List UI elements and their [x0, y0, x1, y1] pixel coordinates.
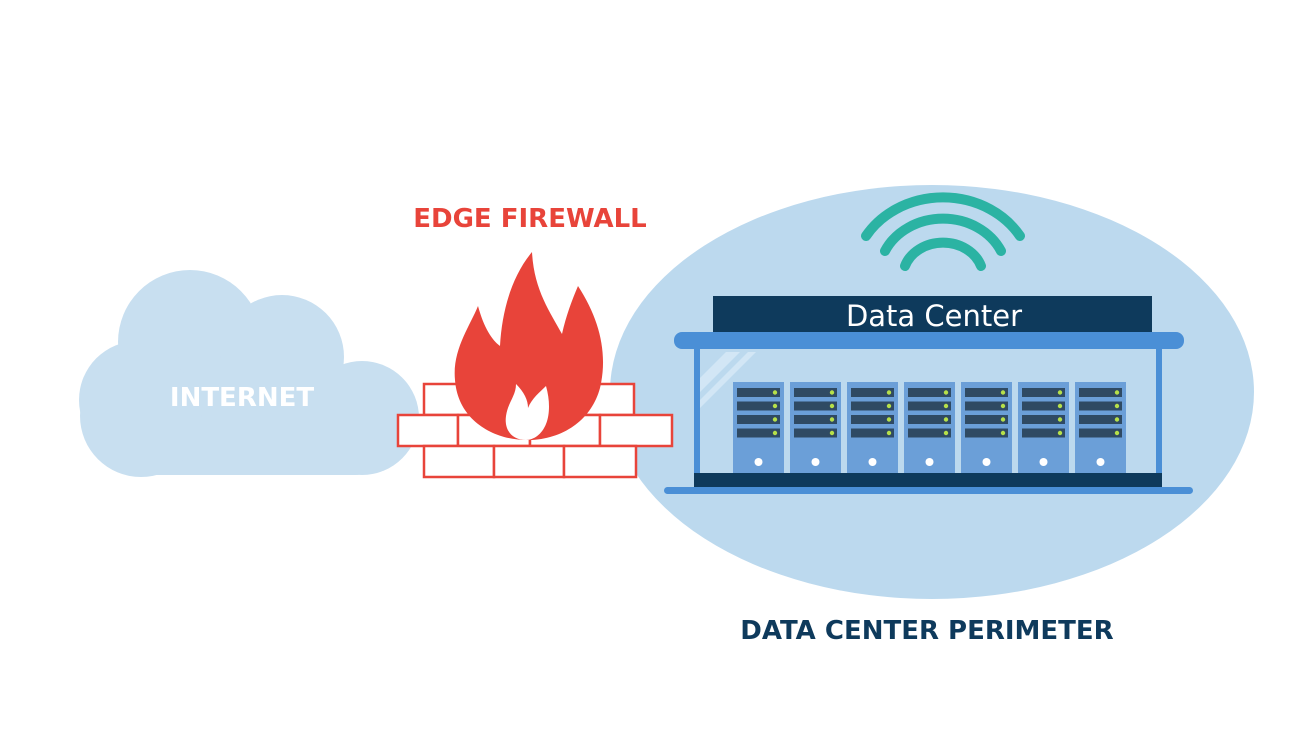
floor-line: [664, 487, 1193, 494]
server-power-dot: [868, 458, 877, 466]
server-slot: [965, 428, 1008, 438]
server-racks: [733, 382, 1126, 474]
server-slot: [908, 428, 951, 438]
server-led: [829, 390, 835, 395]
server-slot: [1079, 428, 1122, 438]
server-power-dot: [982, 458, 991, 466]
server-led: [886, 403, 892, 409]
server-slot: [1022, 388, 1065, 397]
server-slot: [965, 415, 1008, 424]
server-slot: [1022, 428, 1065, 438]
server-led: [886, 417, 892, 422]
roof: [674, 332, 1184, 349]
server-led: [1057, 403, 1063, 409]
left-column: [694, 348, 700, 488]
data-center-sign-text: Data Center: [846, 299, 1022, 333]
glass-reflection: [700, 352, 756, 408]
server-power-dot: [925, 458, 934, 466]
server-slot: [908, 388, 951, 397]
server-slot: [1079, 388, 1122, 397]
server-led: [1114, 403, 1120, 409]
server-power-dot: [754, 458, 763, 466]
server-led: [829, 417, 835, 422]
server-slot: [1079, 401, 1122, 411]
server-led: [886, 430, 892, 436]
perimeter-label: DATA CENTER PERIMETER: [740, 616, 1113, 646]
floor-base: [694, 473, 1162, 487]
server-led: [1114, 417, 1120, 422]
server-slot: [737, 415, 780, 424]
server-slot: [794, 388, 837, 397]
server-slot: [851, 415, 894, 424]
server-slot: [794, 401, 837, 411]
wifi-icon: [861, 192, 1025, 271]
server-slot: [851, 428, 894, 438]
fire-icon: [454, 252, 604, 440]
server-led: [772, 403, 778, 409]
server-led: [943, 403, 949, 409]
server-led: [943, 430, 949, 436]
server-slot: [1022, 401, 1065, 411]
server-led: [772, 390, 778, 395]
server-led: [772, 430, 778, 436]
server-slot: [965, 388, 1008, 397]
server-slot: [851, 401, 894, 411]
server-led: [1114, 430, 1120, 436]
server-led: [1000, 390, 1006, 395]
server-slot: [908, 415, 951, 424]
edge-firewall-label: EDGE FIREWALL: [413, 204, 646, 234]
server-led: [943, 390, 949, 395]
server-led: [1057, 417, 1063, 422]
server-slot: [794, 415, 837, 424]
server-led: [1057, 430, 1063, 436]
server-led: [943, 417, 949, 422]
server-led: [829, 430, 835, 436]
server-led: [886, 390, 892, 395]
server-slot: [1079, 415, 1122, 424]
server-power-dot: [1039, 458, 1048, 466]
server-power-dot: [811, 458, 820, 466]
server-slot: [965, 401, 1008, 411]
server-slot: [851, 388, 894, 397]
cloud-icon: [79, 270, 419, 477]
server-led: [829, 403, 835, 409]
server-led: [1000, 417, 1006, 422]
internet-label: INTERNET: [170, 383, 314, 413]
server-led: [1000, 403, 1006, 409]
server-slot: [908, 401, 951, 411]
server-led: [772, 417, 778, 422]
data-center-sign: [713, 296, 1152, 333]
server-led: [1057, 390, 1063, 395]
right-column: [1156, 348, 1162, 488]
server-slot: [1022, 415, 1065, 424]
server-slot: [794, 428, 837, 438]
server-led: [1000, 430, 1006, 436]
server-slot: [737, 388, 780, 397]
server-slot: [737, 401, 780, 411]
server-led: [1114, 390, 1120, 395]
data-center-building: [664, 296, 1193, 494]
server-power-dot: [1096, 458, 1105, 466]
server-slot: [737, 428, 780, 438]
